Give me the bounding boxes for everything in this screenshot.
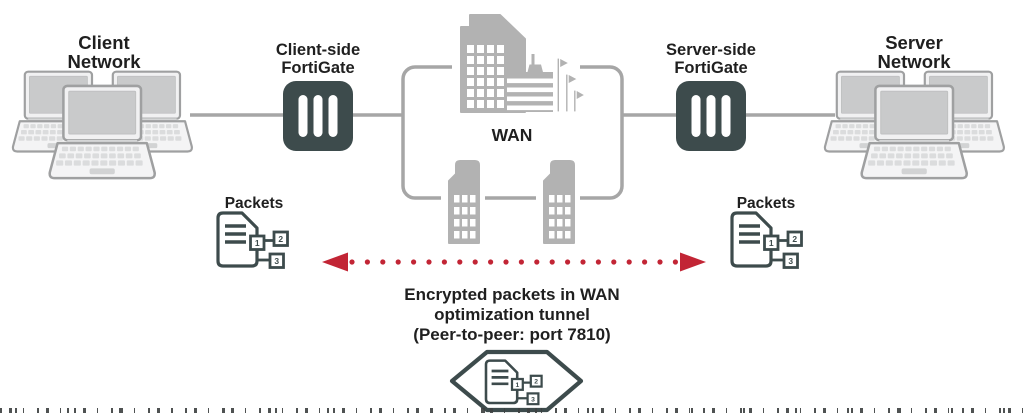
wan-towers [441,155,580,245]
tunnel-arrowhead-left [322,252,348,272]
packets-left-label: Packets [225,195,284,212]
server-network-label-line1: Server [885,32,943,53]
client-fortigate-label-line1: Client-side [276,41,360,59]
tunnel-caption-line3: (Peer-to-peer: port 7810) [413,325,610,344]
wan-label: WAN [492,125,533,145]
laptop-icon [860,84,968,180]
client-network-label-line2: Network [68,51,142,72]
server-fortigate-label-line2: FortiGate [674,59,747,77]
dotted-tunnel-arrow-icon [322,252,706,272]
tunnel-caption-line2: optimization tunnel [434,305,590,324]
packet-badge-2: 2 [534,379,538,386]
packet-badge-2: 2 [278,234,283,244]
building-antenna [527,54,544,74]
building-flags [556,57,587,113]
encrypted-packet-hexagon-icon: 1 2 3 [449,349,584,413]
packet-badge-2: 2 [792,234,797,244]
client-network-laptops [11,70,193,180]
client-network-label-line1: Client [78,32,129,53]
client-fortigate-label-line2: FortiGate [281,59,354,77]
tunnel-caption-line1: Encrypted packets in WAN [404,285,619,304]
packet-badge-3: 3 [274,256,279,266]
laptop-icon [48,84,156,180]
packets-right-label: Packets [737,195,796,212]
server-fortigate-label-line1: Server-side [666,41,756,59]
server-network-label-line2: Network [878,51,952,72]
tunnel-arrowhead-right [680,252,706,272]
building-windows [467,45,504,108]
server-fortigate-icon [676,81,746,151]
server-network-laptops [823,70,1005,180]
packet-badge-3: 3 [531,396,535,403]
packet-icon-right: 1 2 3 [730,211,804,269]
packet-badge-1: 1 [769,238,774,248]
packet-badge-1: 1 [515,382,519,389]
cropped-text-artifact [0,408,1024,413]
building-annex [507,72,553,112]
client-fortigate-icon [283,81,353,151]
packet-icon-left: 1 2 3 [216,211,290,269]
packet-badge-3: 3 [788,256,793,266]
packet-badge-1: 1 [255,238,260,248]
wan-buildings-icon [452,14,587,115]
